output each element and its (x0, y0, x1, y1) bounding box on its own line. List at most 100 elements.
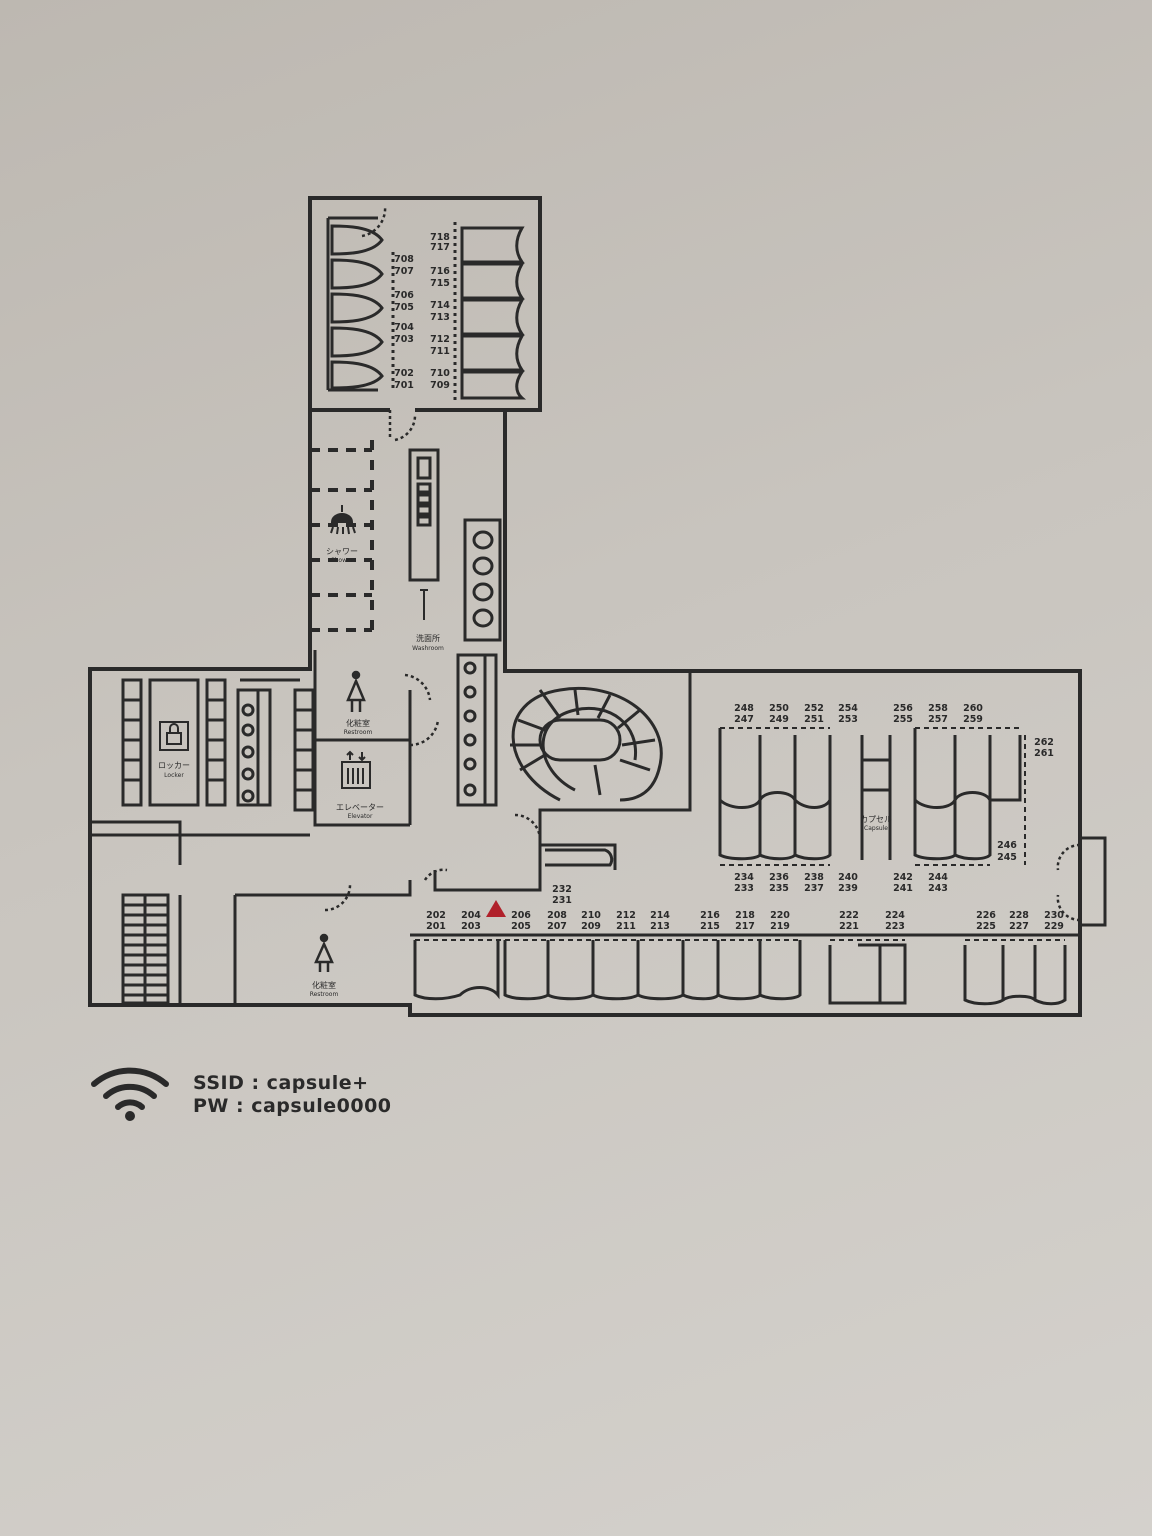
ssid-text: SSID : capsule+ (193, 1072, 369, 1094)
wifi-icon (91, 1067, 169, 1121)
capsule-number: 262 (1034, 737, 1054, 748)
capsule-number: 253 (838, 714, 858, 725)
capsule-number: 219 (770, 921, 790, 932)
you-are-here-icon (486, 900, 506, 917)
capsule-number: 220 (770, 910, 790, 921)
capsule-number: 204 (461, 910, 481, 921)
capsule-number: 235 (769, 883, 789, 894)
capsule-number: 701 (394, 380, 414, 391)
capsule-number: 717 (430, 242, 450, 253)
capsule-number: 704 (394, 322, 414, 333)
capsule-number: 258 (928, 703, 948, 714)
capsule-number: 228 (1009, 910, 1029, 921)
capsule-number: 713 (430, 312, 450, 323)
capsule-number: 217 (735, 921, 755, 932)
capsule-number: 226 (976, 910, 996, 921)
capsule-number: 214 (650, 910, 670, 921)
capsule-number: 708 (394, 254, 414, 265)
washroom-label-en: Washroom (412, 645, 444, 652)
capsule-number: 705 (394, 302, 414, 313)
elevator-label: エレベーター (336, 803, 384, 812)
capsule-number: 254 (838, 703, 858, 714)
capsule-number: 707 (394, 266, 414, 277)
restroom-lower-label-en: Restroom (310, 991, 339, 998)
restroom-upper-label-en: Restroom (344, 729, 373, 736)
restroom-icon (346, 670, 366, 712)
capsule-number: 703 (394, 334, 414, 345)
capsule-number: 206 (511, 910, 531, 921)
capsule-number: 243 (928, 883, 948, 894)
capsule-number: 256 (893, 703, 913, 714)
elevator-label-en: Elevator (348, 813, 373, 820)
capsule-number: 222 (839, 910, 859, 921)
capsule-number: 242 (893, 872, 913, 883)
capsule-number: 230 (1044, 910, 1064, 921)
capsule-number: 246 (997, 840, 1017, 851)
capsule-number: 711 (430, 346, 450, 357)
capsule-number: 209 (581, 921, 601, 932)
capsule-number: 223 (885, 921, 905, 932)
capsule-number: 225 (976, 921, 996, 932)
capsule-number: 715 (430, 278, 450, 289)
capsule-number: 714 (430, 300, 450, 311)
capsule-number: 216 (700, 910, 720, 921)
capsule-number: 250 (769, 703, 789, 714)
capsule-number: 249 (769, 714, 789, 725)
washroom-label: 洗面所 (416, 633, 440, 643)
capsule-number: 211 (616, 921, 636, 932)
capsule-number: 716 (430, 266, 450, 277)
capsule-numbers: 7087077067057047037027017187177167157147… (394, 232, 1064, 932)
capsule-number: 221 (839, 921, 859, 932)
capsule-number: 252 (804, 703, 824, 714)
capsule-number: 236 (769, 872, 789, 883)
capsule-label-en: Capsule (864, 825, 888, 832)
capsule-number: 255 (893, 714, 913, 725)
shower-label: シャワー (326, 547, 358, 556)
capsule-number: 244 (928, 872, 948, 883)
capsule-number: 237 (804, 883, 824, 894)
shower-icon (330, 505, 356, 535)
capsule-number: 213 (650, 921, 670, 932)
capsule-number: 207 (547, 921, 567, 932)
capsule-number: 208 (547, 910, 567, 921)
locker-label: ロッカー (158, 761, 190, 770)
capsule-number: 215 (700, 921, 720, 932)
capsule-number: 203 (461, 921, 481, 932)
capsule-number: 261 (1034, 748, 1054, 759)
capsule-number: 709 (430, 380, 450, 391)
capsule-number: 232 (552, 884, 572, 895)
capsule-number: 218 (735, 910, 755, 921)
capsule-number: 224 (885, 910, 905, 921)
outer-wall (88, 196, 1082, 1017)
capsule-number: 251 (804, 714, 824, 725)
capsule-number: 229 (1044, 921, 1064, 932)
capsule-number: 718 (430, 232, 450, 243)
capsule-number: 259 (963, 714, 983, 725)
capsule-number: 247 (734, 714, 754, 725)
restroom-icon-lower (314, 933, 334, 972)
capsule-number: 227 (1009, 921, 1029, 932)
elevator-icon (341, 750, 371, 789)
capsule-number: 238 (804, 872, 824, 883)
capsule-number: 201 (426, 921, 446, 932)
capsule-number: 248 (734, 703, 754, 714)
locker-label-en: Locker (164, 772, 184, 779)
spiral-staircase (510, 687, 663, 867)
capsule-number: 231 (552, 895, 572, 906)
capsule-number: 212 (616, 910, 636, 921)
capsule-number: 260 (963, 703, 983, 714)
password-text: PW : capsule0000 (193, 1095, 392, 1117)
capsule-number: 257 (928, 714, 948, 725)
capsule-number: 234 (734, 872, 754, 883)
capsule-number: 202 (426, 910, 446, 921)
capsule-number: 210 (581, 910, 601, 921)
capsule-number: 710 (430, 368, 450, 379)
capsule-number: 240 (838, 872, 858, 883)
capsule-number: 245 (997, 852, 1017, 863)
restroom-upper-label: 化粧室 (346, 718, 370, 728)
toothbrush-icon (420, 589, 428, 620)
capsule-number: 205 (511, 921, 531, 932)
shower-label-en: Shower (331, 557, 354, 564)
restroom-lower-label: 化粧室 (312, 980, 336, 990)
